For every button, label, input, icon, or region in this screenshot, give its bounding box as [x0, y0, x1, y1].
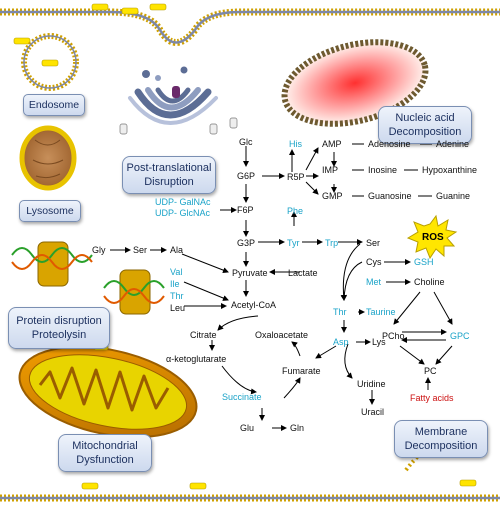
gln-text: Gln: [290, 423, 305, 433]
r5p-text: R5P: [287, 172, 305, 182]
plasma-membrane-bottom: [0, 441, 500, 502]
taurine-text: Taurine: [366, 307, 396, 317]
ser-left-text: Ser: [133, 245, 148, 255]
trp-text: Trp: [325, 238, 339, 248]
ros-text: ROS: [422, 232, 444, 243]
udp-glcnac-text: UDP- GlcNAc: [155, 208, 211, 218]
glc-text: Glc: [239, 137, 253, 147]
plasma-membrane-top: [0, 3, 500, 46]
succinate-text: Succinate: [222, 392, 262, 402]
uridine-text: Uridine: [357, 379, 386, 389]
cys-text: Cys: [366, 257, 382, 267]
membrane-decomposition-label: Membrane Decomposition: [394, 420, 488, 458]
oxaloacetate-text: Oxaloacetate: [255, 330, 309, 340]
imp-text: IMP: [322, 165, 339, 175]
gmp-text: GMP: [322, 191, 343, 201]
lysosome-organelle: [19, 125, 77, 191]
tyr-text: Tyr: [287, 238, 300, 248]
lactate-text: Lactate: [288, 268, 318, 278]
leu-text: Leu: [170, 303, 186, 313]
lys-text: Lys: [372, 337, 386, 347]
post-translational-label: Post-translational Disruption: [122, 156, 216, 194]
a-ketoglutarate-text: α-ketoglutarate: [166, 354, 227, 364]
met-text: Met: [366, 277, 382, 287]
nucleic-acid-label: Nucleic acid Decomposition: [378, 106, 472, 144]
thr-right-text: Thr: [333, 307, 347, 317]
protein-disruption-label: Protein disruption Proteolysin: [8, 307, 110, 349]
f6p-text: F6P: [237, 205, 254, 215]
gpc-text: GPC: [450, 331, 470, 341]
pcho-text: PCho: [382, 331, 405, 341]
fumarate-text: Fumarate: [282, 366, 321, 376]
golgi-apparatus: [119, 66, 238, 135]
thr-left-text: Thr: [170, 291, 184, 301]
ros-burst: [406, 214, 458, 260]
pc-text: PC: [424, 366, 437, 376]
asp-text: Asp: [333, 337, 349, 347]
amp-text: AMP: [322, 139, 342, 149]
udp-galnac-text: UDP- GalNAc: [155, 197, 211, 207]
mitochondrial-label: Mitochondrial Dysfunction: [58, 434, 152, 472]
ala-text: Ala: [170, 245, 184, 255]
citrate-text: Citrate: [190, 330, 217, 340]
uracil-text: Uracil: [361, 407, 385, 417]
acetyl-coa-text: Acetyl-CoA: [231, 300, 277, 310]
adenosine-text: Adenosine: [368, 139, 411, 149]
ser-right-text: Ser: [366, 238, 381, 248]
guanosine-text: Guanosine: [368, 191, 412, 201]
glu-text: Glu: [240, 423, 255, 433]
phe-text: Phe: [287, 206, 304, 216]
his-text: His: [289, 139, 302, 149]
endosome-label: Endosome: [23, 94, 85, 116]
fatty-acids-text: Fatty acids: [410, 393, 454, 403]
nucleus-organelle: [281, 39, 429, 127]
g3p-text: G3P: [237, 238, 256, 248]
hypoxanthine-text: Hypoxanthine: [422, 165, 478, 175]
pyruvate-text: Pyruvate: [232, 268, 268, 278]
endosome-vesicle: [21, 33, 79, 91]
val-text: Val: [170, 267, 183, 277]
g6p-text: G6P: [237, 171, 256, 181]
choline-text: Choline: [414, 277, 445, 287]
gly-text: Gly: [92, 245, 106, 255]
gsh-text: GSH: [414, 257, 434, 267]
mitochondrion-organelle: [18, 343, 198, 439]
guanine-text: Guanine: [436, 191, 471, 201]
lysosome-label: Lysosome: [19, 200, 81, 222]
protein-helices: [11, 241, 165, 315]
inosine-text: Inosine: [368, 165, 398, 175]
pathway-arrows: [110, 143, 453, 431]
ile-text: Ile: [170, 279, 180, 289]
adenine-text: Adenine: [436, 139, 470, 149]
